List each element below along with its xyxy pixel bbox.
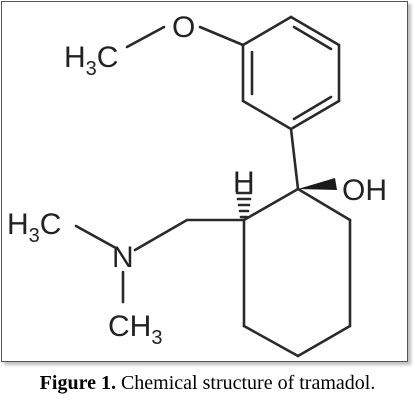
n-methyl-label-left: H3C [7, 208, 61, 247]
tramadol-structure-diagram: O H3C OH H [7, 11, 387, 358]
ring-double-bond [292, 95, 333, 121]
wedge-bond [298, 178, 337, 190]
ring-bond [241, 99, 293, 131]
oxygen-atom: O [172, 11, 195, 44]
figure-caption: Figure 1. Chemical structure of tramadol… [0, 372, 415, 395]
aryl-bond [289, 127, 300, 191]
cyclohexane-ring [242, 187, 352, 358]
ring-oxygen-bond [198, 25, 245, 47]
aromatic-ring [241, 15, 341, 131]
methylene-nitrogen-bond [133, 218, 189, 252]
ring-double-bond [292, 25, 333, 51]
figure-label: Figure 1. [39, 372, 116, 394]
stereo-hydrogen: H [233, 166, 255, 199]
oxygen-methyl-bond [125, 25, 166, 49]
caption-text: Chemical structure of tramadol. [115, 372, 376, 394]
nitrogen-atom: N [112, 241, 134, 274]
n-methyl-label-bottom: CH3 [108, 310, 162, 349]
cyclohexane-bond [296, 187, 352, 222]
cyclohexane-bond [242, 324, 300, 358]
hashed-bond [235, 191, 253, 219]
cyclohexane-bond [242, 187, 300, 222]
ring-bond [289, 15, 341, 47]
ring-bond [289, 99, 341, 131]
nitrogen-methyl-bond [74, 224, 116, 249]
methoxy-methyl-label: H3C [64, 41, 118, 80]
hydroxyl-group: OH [342, 174, 387, 207]
ring-bond [241, 15, 293, 47]
structure-frame: O H3C OH H [1, 1, 408, 362]
cyclohexane-bond [296, 324, 352, 358]
